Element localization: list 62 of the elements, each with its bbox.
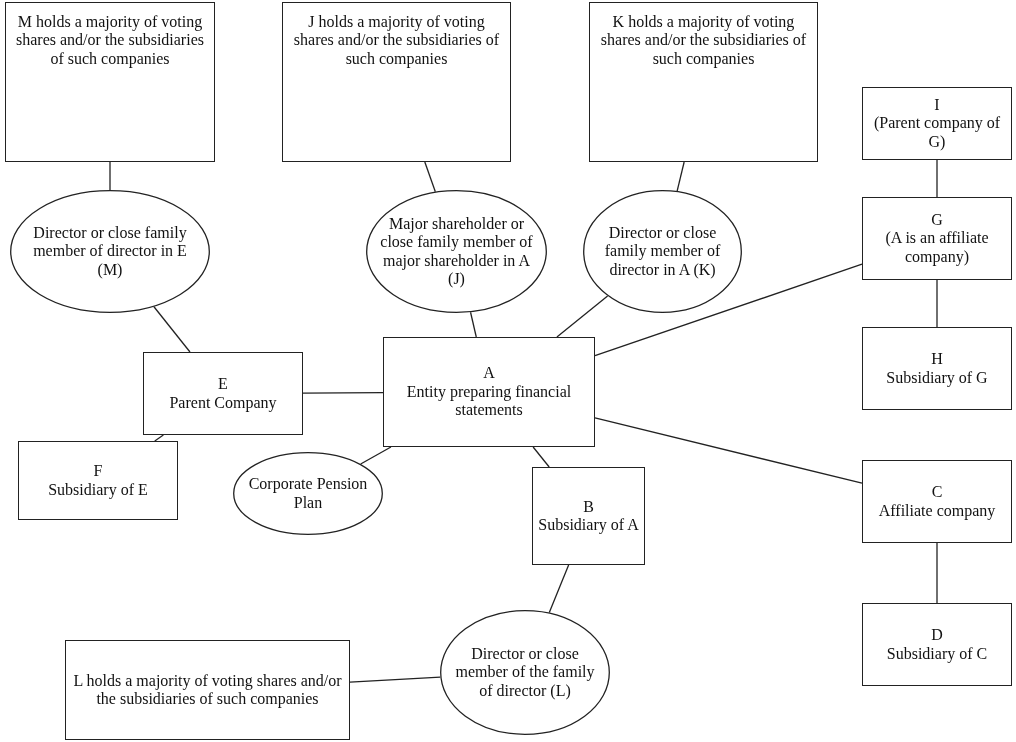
entity-box bbox=[589, 2, 818, 162]
node-label: Subsidiary of E bbox=[48, 480, 148, 499]
connector-line bbox=[594, 417, 863, 484]
node-label: J holds a majority of voting shares and/or the subsidiaries of such companies bbox=[292, 13, 501, 69]
entity-box bbox=[383, 337, 595, 447]
node-label: Entity preparing financial statements bbox=[405, 382, 573, 420]
node-label: Parent Company bbox=[169, 393, 277, 412]
connector-line bbox=[469, 311, 477, 338]
connector-line bbox=[676, 161, 685, 192]
entity-box bbox=[862, 327, 1012, 410]
node-label: I bbox=[934, 95, 940, 115]
node-label: M holds a majority of voting shares and/or the subsidiaries of such companies bbox=[15, 13, 205, 69]
connector-line bbox=[594, 263, 863, 357]
connector-line bbox=[936, 542, 938, 604]
node-label: Subsidiary of G bbox=[886, 368, 988, 387]
entity-box bbox=[862, 460, 1012, 543]
entity-box bbox=[65, 640, 350, 740]
connector-line bbox=[548, 564, 570, 614]
entity-ellipse bbox=[10, 190, 210, 313]
node-label: B bbox=[583, 497, 594, 516]
entity-box bbox=[282, 2, 511, 162]
entity-ellipse bbox=[366, 190, 547, 313]
node-label: (Parent company of G) bbox=[872, 114, 1002, 152]
entity-ellipse bbox=[583, 190, 742, 313]
node-label: C bbox=[931, 483, 943, 502]
node-label: G bbox=[931, 210, 943, 230]
entity-ellipse bbox=[233, 452, 383, 535]
node-label: Subsidiary of C bbox=[886, 644, 988, 663]
entity-box bbox=[532, 467, 645, 565]
node-label: E bbox=[218, 375, 228, 394]
connector-line bbox=[424, 161, 436, 193]
connector-line bbox=[532, 446, 550, 468]
entity-box bbox=[862, 87, 1012, 160]
connector-line bbox=[360, 446, 392, 465]
entity-ellipse bbox=[440, 610, 610, 735]
node-label: Director or close member of the family of director (L) bbox=[454, 644, 596, 701]
node-label: L holds a majority of voting shares and/or the subsidiaries of such companies bbox=[72, 671, 343, 709]
connector-line bbox=[349, 676, 441, 683]
connector-line bbox=[556, 295, 609, 338]
entity-box bbox=[862, 603, 1012, 686]
connector-line bbox=[154, 434, 164, 442]
node-label: Director or close family member of director in E (M) bbox=[32, 223, 188, 280]
node-label: K holds a majority of voting shares and/or the subsidiaries of such companies bbox=[599, 13, 808, 69]
node-label: Director or close family member of director in A (K) bbox=[603, 223, 722, 280]
connector-line bbox=[936, 159, 938, 198]
entity-box bbox=[18, 441, 178, 520]
entity-box bbox=[5, 2, 215, 162]
node-label: Affiliate company bbox=[878, 501, 996, 520]
node-label: Corporate Pension Plan bbox=[247, 475, 369, 512]
entity-box bbox=[143, 352, 303, 435]
node-label: H bbox=[931, 350, 943, 369]
connector-line bbox=[302, 391, 384, 394]
node-label: Major shareholder or close family member of major shareholder in A (J) bbox=[380, 214, 533, 289]
connector-line bbox=[936, 279, 938, 328]
connector-line bbox=[109, 161, 111, 191]
node-label: (A is an affiliate company) bbox=[884, 229, 990, 267]
node-label: Subsidiary of A bbox=[538, 516, 639, 535]
connector-line bbox=[153, 306, 191, 353]
node-label: A bbox=[483, 364, 495, 383]
node-label: D bbox=[931, 626, 943, 645]
node-label: F bbox=[93, 462, 103, 481]
entity-box bbox=[862, 197, 1012, 280]
